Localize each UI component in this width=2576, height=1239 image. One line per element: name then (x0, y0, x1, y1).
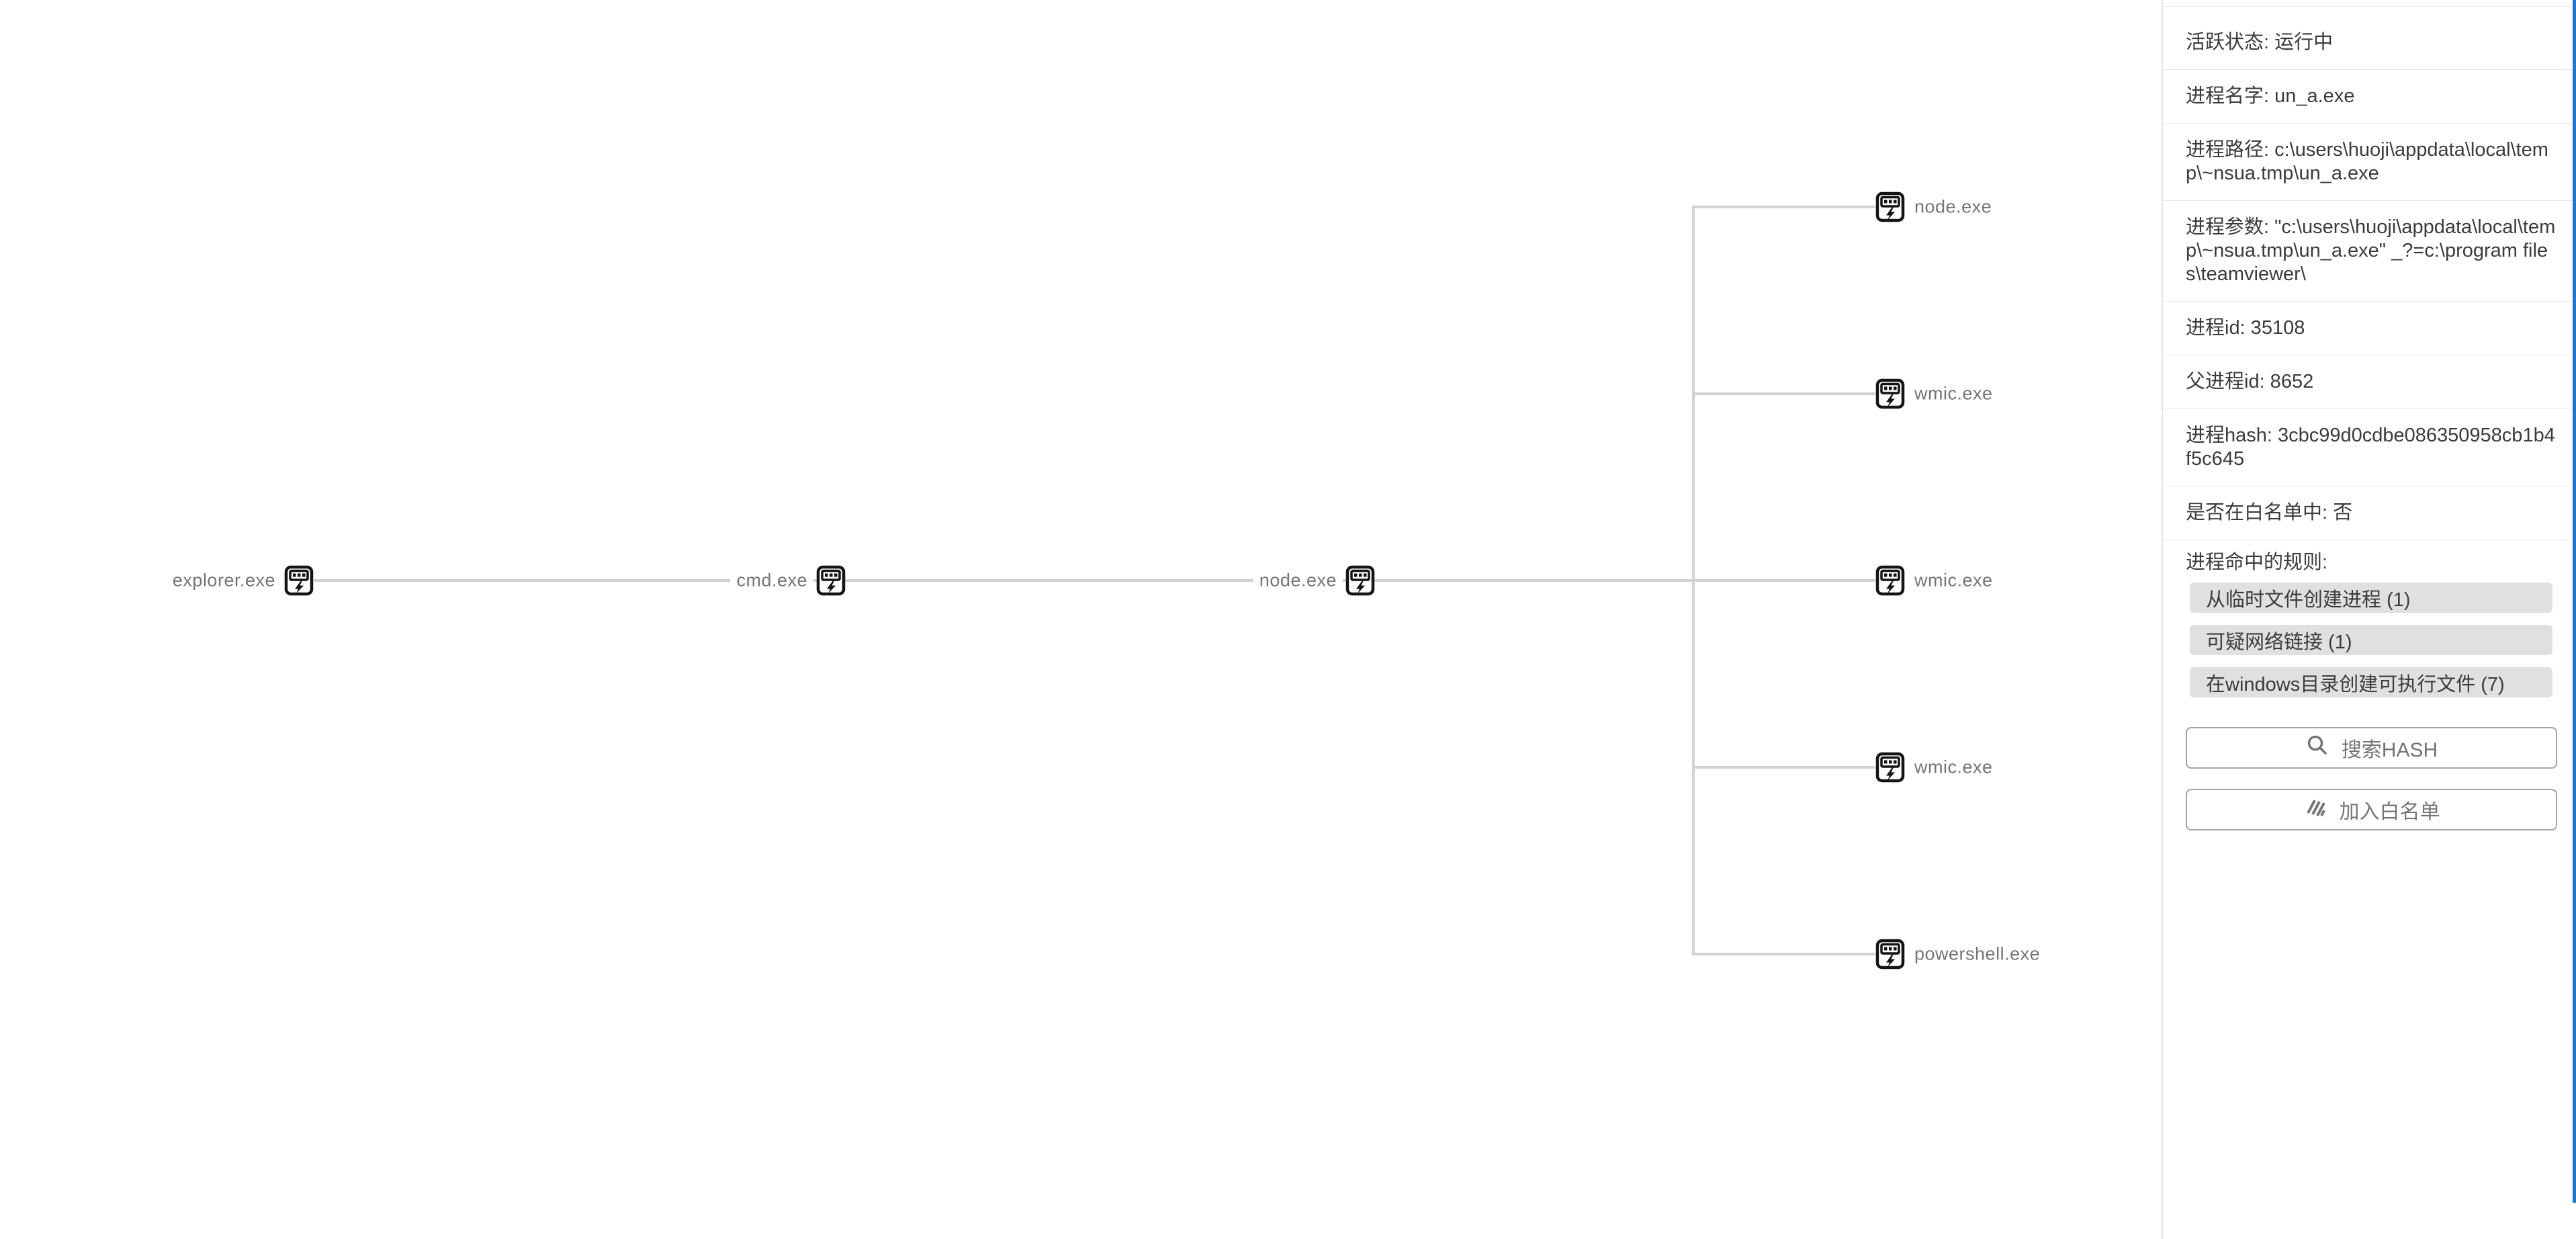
diagonal-stripes-icon (2303, 795, 2327, 824)
panel-scrollbar-thumb[interactable] (2573, 0, 2576, 1203)
process-node-label: cmd.exe (730, 568, 813, 593)
process-detail-list: 活跃状态: 运行中 进程名字: un_a.exe 进程路径: c:\users\… (2163, 6, 2576, 540)
detail-row-whitelist-status: 是否在白名单中: 否 (2163, 486, 2576, 540)
tree-connector-line (314, 579, 1875, 582)
search-hash-button[interactable]: 搜索HASH (2186, 727, 2557, 769)
matched-rules-section: 进程命中的规则: 从临时文件创建进程 (1) 可疑网络链接 (1) 在windo… (2163, 540, 2576, 697)
panel-actions: 搜索HASH 加入白名单 (2163, 727, 2576, 830)
process-icon (284, 565, 314, 596)
process-icon (1875, 378, 1905, 409)
detail-row-process-id: 进程id: 35108 (2163, 302, 2576, 355)
add-to-whitelist-button[interactable]: 加入白名单 (2186, 789, 2557, 830)
process-icon (1875, 565, 1905, 596)
process-node-child-node[interactable]: node.exe (1875, 191, 1998, 222)
process-node-label: node.exe (1908, 194, 1998, 220)
process-node-label: wmic.exe (1908, 568, 1999, 593)
detail-row-process-args: 进程参数: "c:\users\huoji\appdata\local\temp… (2163, 201, 2576, 302)
tree-branch-line (1693, 766, 1875, 769)
tree-branch-line (1693, 206, 1875, 208)
process-icon (816, 565, 846, 596)
process-icon (1875, 191, 1905, 222)
process-tree: explorer.exe cmd.exe node.exe node.exe w… (166, 191, 2047, 970)
process-node-child-wmic-2[interactable]: wmic.exe (1875, 565, 1999, 596)
process-detail-panel: 活跃状态: 运行中 进程名字: un_a.exe 进程路径: c:\users\… (2162, 0, 2576, 1239)
process-node-child-powershell[interactable]: powershell.exe (1875, 939, 2047, 970)
search-hash-label: 搜索HASH (2341, 739, 2438, 761)
tree-trunk-line (1692, 206, 1695, 955)
detail-row-parent-process-id: 父进程id: 8652 (2163, 355, 2576, 409)
detail-row-process-path: 进程路径: c:\users\huoji\appdata\local\temp\… (2163, 124, 2576, 201)
rule-chip-temp-file-process[interactable]: 从临时文件创建进程 (1) (2190, 583, 2552, 613)
process-icon (1875, 939, 1905, 970)
process-icon (1345, 565, 1375, 596)
process-node-node[interactable]: node.exe (1253, 565, 1375, 596)
process-node-label: powershell.exe (1908, 941, 2047, 967)
process-node-explorer[interactable]: explorer.exe (166, 565, 314, 596)
rule-chip-suspicious-network[interactable]: 可疑网络链接 (1) (2190, 625, 2552, 655)
process-node-child-wmic-1[interactable]: wmic.exe (1875, 378, 1999, 409)
tree-branch-line (1693, 392, 1875, 395)
matched-rules-title: 进程命中的规则: (2186, 552, 2328, 573)
detail-row-status: 活跃状态: 运行中 (2163, 7, 2576, 70)
process-node-label: wmic.exe (1908, 755, 1999, 780)
process-node-cmd[interactable]: cmd.exe (730, 565, 846, 596)
detail-row-process-name: 进程名字: un_a.exe (2163, 70, 2576, 124)
tree-branch-line (1693, 953, 1875, 955)
process-node-child-wmic-3[interactable]: wmic.exe (1875, 752, 1999, 783)
detail-row-process-hash: 进程hash: 3cbc99d0cdbe086350958cb1b4f5c645 (2163, 409, 2576, 486)
add-to-whitelist-label: 加入白名单 (2339, 801, 2440, 823)
process-node-label: wmic.exe (1908, 381, 1999, 407)
process-node-label: explorer.exe (166, 568, 281, 593)
rule-chip-windows-dir-executable[interactable]: 在windows目录创建可执行文件 (7) (2190, 667, 2552, 697)
process-icon (1875, 752, 1905, 783)
process-node-label: node.exe (1253, 568, 1343, 593)
search-icon (2305, 733, 2329, 763)
